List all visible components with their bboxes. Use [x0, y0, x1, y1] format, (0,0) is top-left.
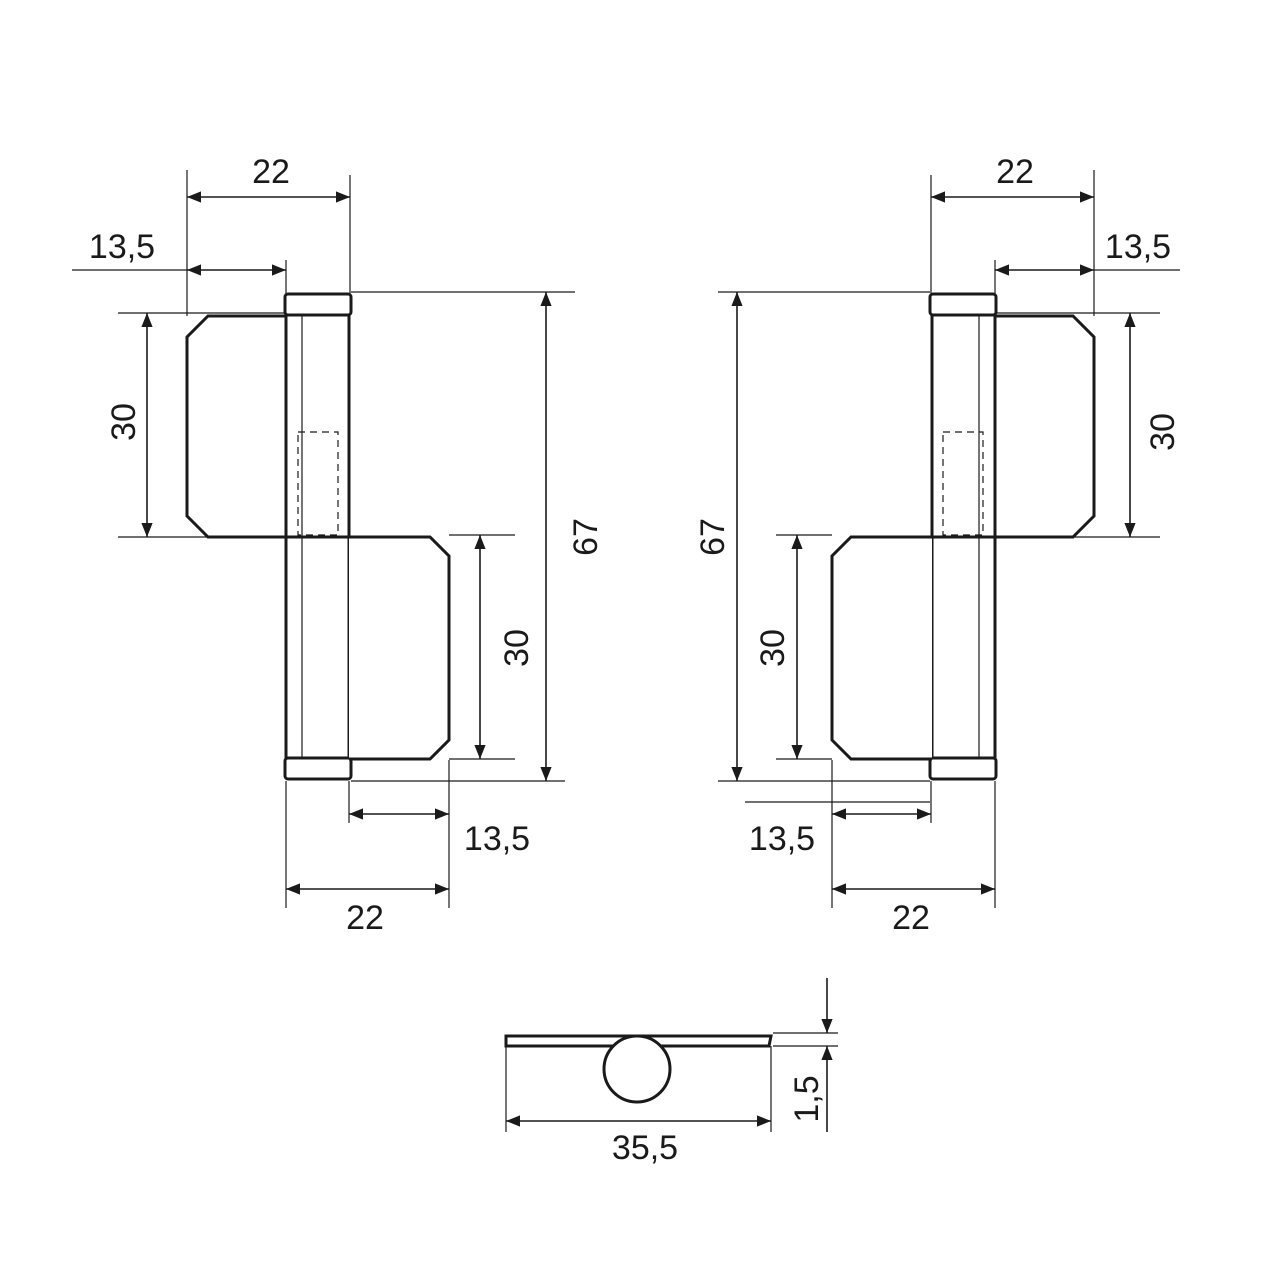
- right-upper-height-label: 30: [1144, 413, 1182, 451]
- section-thickness-label: 1,5: [788, 1075, 826, 1122]
- left-top-width-label: 22: [252, 153, 290, 191]
- left-top-leaf-label: 13,5: [89, 228, 155, 266]
- right-pin-hidden-outline: [942, 431, 984, 536]
- left-upper-leaf: [185, 314, 286, 539]
- right-hinge-view: 22 13,5 30 67 30 13,5 22: [694, 153, 1182, 937]
- left-hinge-view: 22 13,5 30 67 30 13,5 22: [72, 153, 605, 937]
- right-lower-leaf: [830, 535, 932, 761]
- right-lower-height-label: 30: [754, 629, 792, 667]
- right-top-width-label: 22: [996, 153, 1034, 191]
- left-top-cap: [283, 292, 353, 317]
- section-width-label: 35,5: [612, 1129, 678, 1167]
- left-lower-leaf: [349, 535, 451, 761]
- section-barrel-circle: [602, 1034, 672, 1104]
- left-bottom-leaf-label: 13,5: [464, 820, 530, 858]
- left-upper-height-label: 30: [105, 403, 143, 441]
- right-upper-leaf: [995, 314, 1096, 539]
- left-bottom-cap: [283, 756, 353, 781]
- right-bottom-cap: [928, 756, 998, 781]
- hinge-cross-section: 35,5 1,5: [504, 978, 838, 1167]
- left-pin-hidden-outline: [297, 431, 339, 536]
- right-top-cap: [928, 292, 998, 317]
- left-total-height-label: 67: [567, 518, 605, 556]
- right-total-height-label: 67: [694, 518, 732, 556]
- left-bottom-width-label: 22: [346, 899, 384, 937]
- right-bottom-width-label: 22: [892, 899, 930, 937]
- left-lower-height-label: 30: [498, 629, 536, 667]
- right-top-leaf-label: 13,5: [1105, 228, 1171, 266]
- right-bottom-leaf-label: 13,5: [749, 820, 815, 858]
